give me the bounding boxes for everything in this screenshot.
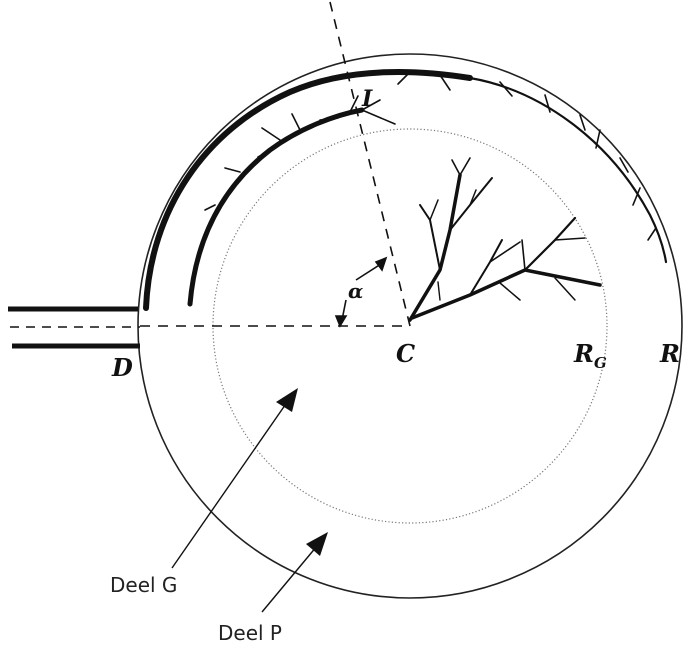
outer-rim-branch bbox=[468, 76, 668, 264]
label-C: C bbox=[396, 339, 415, 368]
deel-g-arrow bbox=[171, 388, 298, 569]
outer-thick-branch bbox=[143, 68, 473, 311]
label-RG: RG bbox=[573, 339, 607, 372]
alpha-angle-marker bbox=[334, 256, 388, 328]
outer-circle bbox=[137, 53, 683, 599]
inlet-pipe bbox=[8, 306, 140, 349]
central-tree bbox=[408, 157, 602, 322]
inclined-dashed-axis bbox=[329, 1, 411, 327]
deel-p-arrow bbox=[261, 532, 328, 613]
label-I: I bbox=[361, 86, 373, 112]
inner-circle bbox=[212, 128, 608, 524]
label-D: D bbox=[111, 353, 133, 382]
label-R: R bbox=[659, 339, 680, 368]
label-deel-g: Deel G bbox=[110, 573, 177, 597]
arc-twigs bbox=[204, 71, 657, 241]
label-deel-p: Deel P bbox=[218, 621, 282, 645]
label-alpha: α bbox=[348, 279, 363, 303]
label-RG-subscript: G bbox=[594, 354, 607, 372]
